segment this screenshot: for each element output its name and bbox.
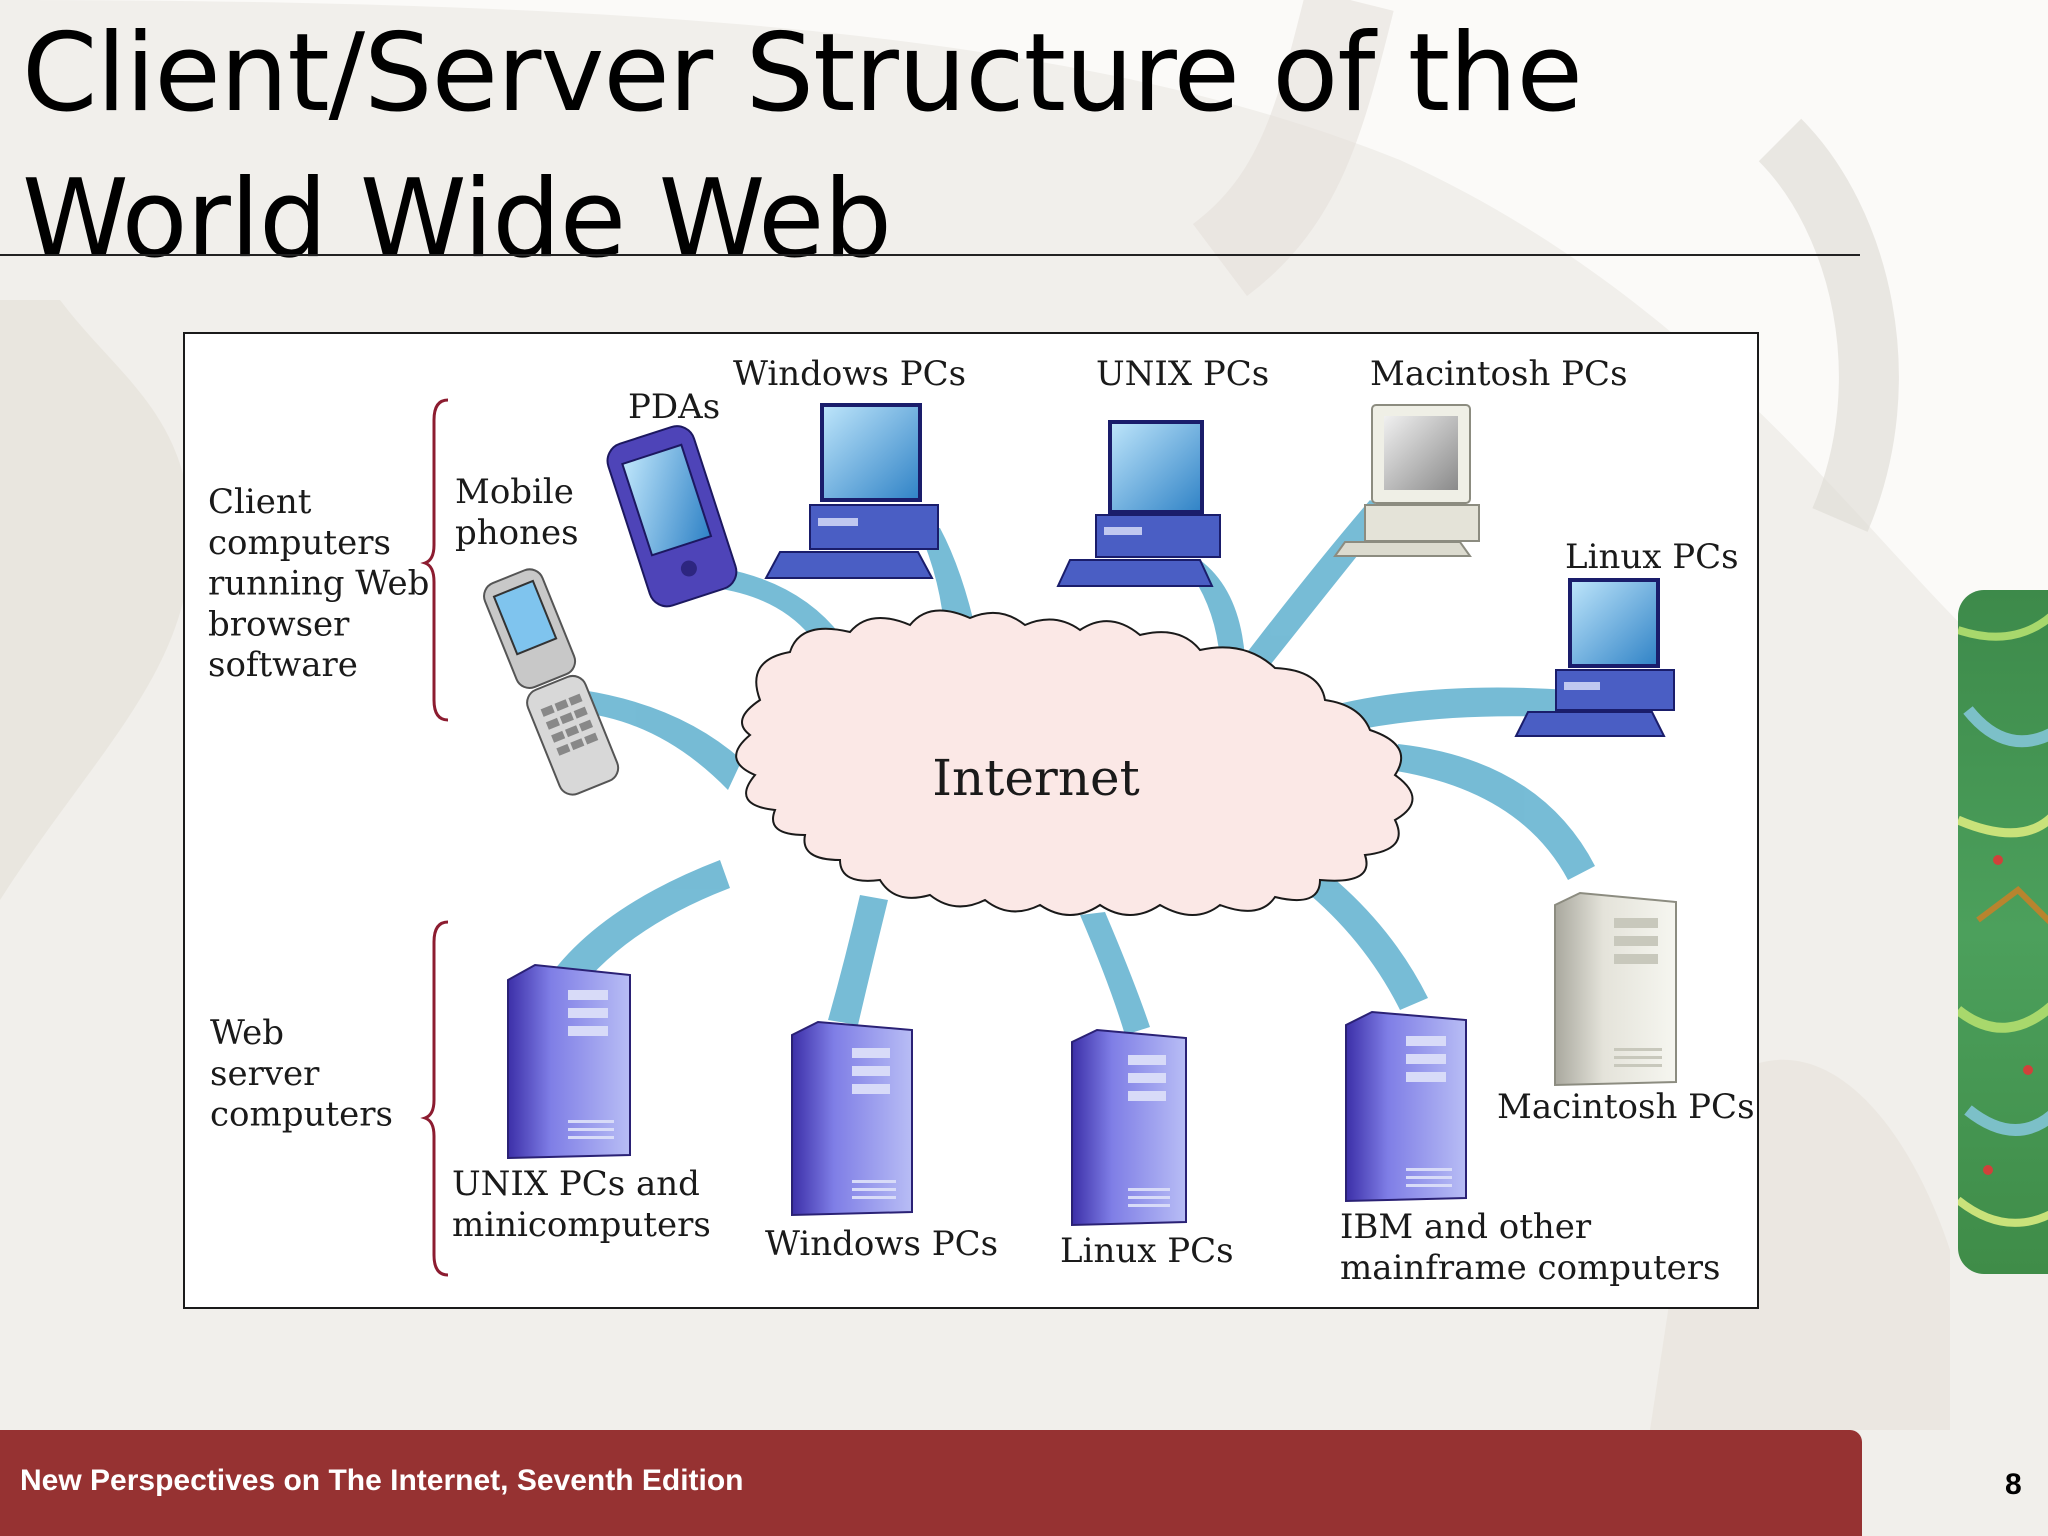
network-connectors bbox=[540, 500, 1595, 1035]
connector-linux-client bbox=[1315, 687, 1575, 738]
pda-icon bbox=[606, 425, 738, 608]
connector-unix-client bbox=[1180, 560, 1245, 660]
client-label-macintosh-pcs: Macintosh PCs bbox=[1370, 354, 1628, 394]
footer-text: New Perspectives on The Internet, Sevent… bbox=[20, 1464, 744, 1497]
server-label-windows: Windows PCs bbox=[765, 1224, 998, 1264]
cactus-side-decoration bbox=[1958, 590, 2048, 1274]
client-group-bracket bbox=[420, 398, 449, 722]
client-label-windows-pcs: Windows PCs bbox=[733, 354, 966, 394]
flip-phone-icon bbox=[483, 568, 620, 796]
tower-server-icon-unix bbox=[507, 963, 631, 1160]
beige-server-icon bbox=[1554, 891, 1677, 1087]
slide-number: 8 bbox=[2005, 1468, 2022, 1501]
tower-server-icon-linux bbox=[1071, 1028, 1187, 1227]
footer-bar: New Perspectives on The Internet, Sevent… bbox=[0, 1430, 1862, 1536]
server-label-macintosh: Macintosh PCs bbox=[1497, 1087, 1755, 1127]
connector-linux-server bbox=[1080, 912, 1150, 1035]
internet-cloud bbox=[735, 609, 1414, 916]
title-underline bbox=[0, 254, 1860, 256]
server-group-bracket bbox=[420, 920, 449, 1277]
server-label-linux: Linux PCs bbox=[1060, 1231, 1234, 1271]
desktop-pc-icon-linux bbox=[1514, 578, 1675, 737]
internet-label: Internet bbox=[932, 749, 1139, 807]
tower-server-icon-windows bbox=[791, 1020, 913, 1217]
connector-mobile bbox=[575, 690, 742, 790]
tower-server-icon-ibm bbox=[1345, 1010, 1467, 1203]
client-label-unix-pcs: UNIX PCs bbox=[1096, 354, 1269, 394]
connector-mac-server bbox=[1390, 744, 1595, 880]
connector-ibm-server bbox=[1285, 852, 1428, 1010]
slide-title-line-1: Client/Server Structure of the bbox=[22, 11, 1583, 136]
desktop-pc-icon-unix bbox=[1056, 420, 1221, 587]
desktop-pc-icon-windows bbox=[764, 403, 939, 579]
connector-windows-server bbox=[828, 895, 888, 1025]
client-label-pdas: PDAs bbox=[628, 387, 720, 427]
connector-unix-server bbox=[540, 860, 730, 1004]
client-label-linux-pcs: Linux PCs bbox=[1565, 537, 1739, 577]
macintosh-icon bbox=[1333, 404, 1480, 557]
